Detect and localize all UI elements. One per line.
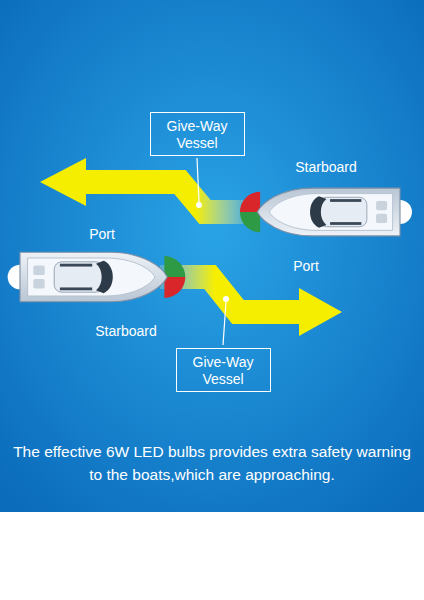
sea-background (0, 0, 424, 512)
deck (28, 258, 155, 296)
caption: The effective 6W LED bulbs provides extr… (12, 440, 412, 487)
window (330, 199, 361, 202)
label-box: Give-Way Vessel (150, 112, 245, 156)
cabin (319, 197, 367, 226)
seat (376, 214, 387, 223)
cabin (54, 262, 103, 292)
hull (257, 188, 400, 236)
hull (20, 252, 167, 301)
boat (240, 188, 412, 236)
stern-light (8, 265, 20, 290)
side-label: Starboard (295, 159, 356, 175)
course-arrow (160, 277, 342, 336)
boat (8, 252, 186, 301)
box-text: Give-Way Vessel (186, 354, 261, 388)
window (60, 287, 92, 290)
windshield (310, 196, 326, 227)
seat (33, 266, 44, 276)
seat (33, 279, 44, 289)
red-light (164, 277, 185, 298)
leader-line (196, 158, 202, 208)
label-box: Give-Way Vessel (176, 348, 271, 392)
windshield (96, 261, 113, 293)
stern-light (400, 200, 412, 224)
green-light (164, 256, 185, 277)
box-text: Give-Way Vessel (160, 118, 235, 152)
green-light (240, 212, 260, 232)
window (60, 264, 92, 267)
seat (376, 201, 387, 210)
window (330, 222, 361, 225)
leader-line (223, 296, 229, 345)
red-light (240, 192, 260, 212)
side-label: Port (293, 258, 319, 274)
deck (269, 194, 392, 231)
course-arrow (40, 158, 245, 212)
side-label: Starboard (95, 323, 156, 339)
side-label: Port (89, 226, 115, 242)
